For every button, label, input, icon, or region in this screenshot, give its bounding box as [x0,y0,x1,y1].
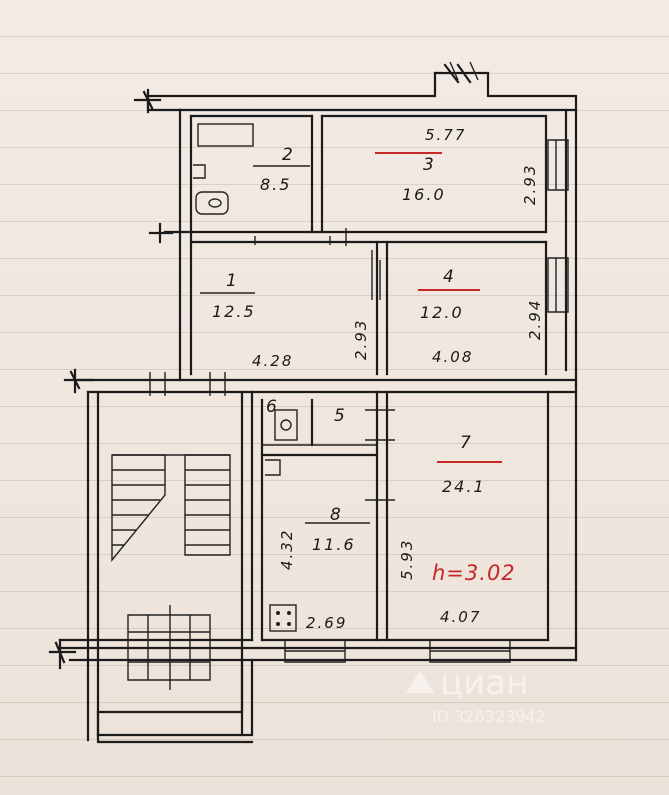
door-mark [371,250,381,300]
room-4-area: 12.0 [420,303,464,322]
room-3-depth: 2.93 [521,164,539,205]
room-2-number: 2 [282,145,293,165]
room-7-depth: 5.93 [398,539,416,580]
room-7-area: 24.1 [442,477,486,496]
room-2-area: 8.5 [260,175,291,194]
labels: 2 8.5 5.77 3 16.0 2.93 1 12.5 4.28 2.93 … [212,126,544,632]
ceiling-height: h=3.02 [432,561,516,585]
room-7-number: 7 [460,433,471,453]
room-7-width: 4.07 [440,608,481,626]
room-1-width: 4.28 [252,352,293,370]
room-6-number: 6 [266,397,277,417]
axis-markers [48,63,472,670]
room-4-number: 4 [443,267,454,287]
room-4-width: 4.08 [432,348,473,366]
room-3-number: 3 [423,155,434,175]
room-1-number: 1 [226,271,237,291]
watermark-brand: циан [440,663,528,703]
watermark-id: ID 326323942 [432,707,546,726]
room-8-depth: 4.32 [278,529,296,570]
bathtub-icon [197,123,254,147]
room-1-area: 12.5 [212,302,256,321]
fixtures [193,123,395,632]
room-1-depth: 2.93 [352,319,370,360]
room-4-depth: 2.94 [526,299,544,340]
sink-icon [193,164,206,179]
room-3-width: 5.77 [425,126,466,144]
stairwell [111,454,231,562]
cian-logo-icon [406,670,434,693]
room-8-number: 8 [330,505,341,525]
sink-icon [265,459,281,476]
room-3-area: 16.0 [402,185,446,204]
room-8-area: 11.6 [312,535,356,554]
washbasin-icon [274,409,298,441]
room-8-width: 2.69 [306,614,347,632]
toilet-icon [195,191,229,215]
walls [58,61,578,744]
room-5-number: 5 [334,406,345,426]
watermark: циан ID 326323942 [406,663,546,726]
stove-icon [269,604,297,632]
